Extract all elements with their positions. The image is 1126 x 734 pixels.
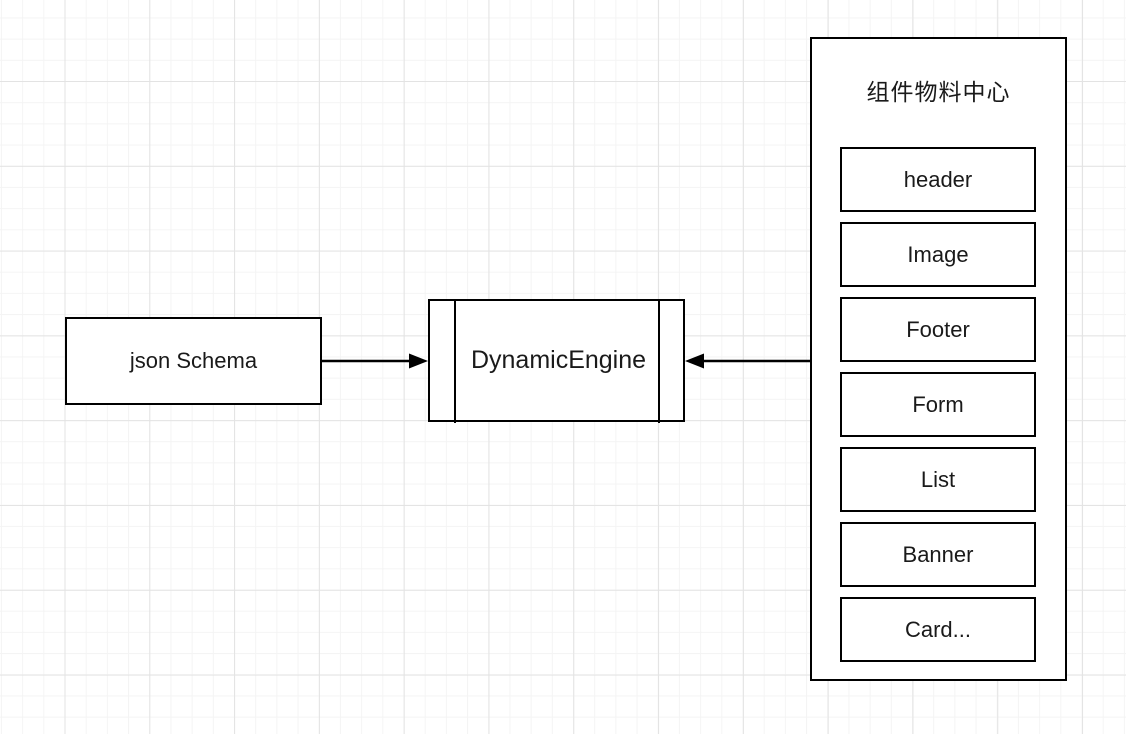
material-item-list: header Image Footer Form List Banner Car… bbox=[840, 147, 1036, 672]
material-item-footer[interactable]: Footer bbox=[840, 297, 1036, 362]
subprocess-left-bar bbox=[454, 298, 456, 423]
material-item-card[interactable]: Card... bbox=[840, 597, 1036, 662]
material-item-banner[interactable]: Banner bbox=[840, 522, 1036, 587]
material-item-label: Form bbox=[912, 391, 964, 417]
material-item-header[interactable]: header bbox=[840, 147, 1036, 212]
node-json-schema-label: json Schema bbox=[129, 348, 258, 373]
edge-material-center-to-dynamic-engine[interactable] bbox=[685, 353, 810, 369]
node-material-center[interactable]: 组件物料中心 header Image Footer Form List Ban… bbox=[810, 37, 1067, 681]
arrow-head-right-icon bbox=[409, 353, 428, 369]
material-item-label: List bbox=[920, 466, 956, 492]
material-item-label: Footer bbox=[906, 316, 970, 342]
node-dynamic-engine-label: DynamicEngine bbox=[470, 346, 647, 374]
material-item-label: Card... bbox=[904, 616, 972, 642]
edge-json-schema-to-dynamic-engine[interactable] bbox=[322, 353, 428, 369]
material-item-image[interactable]: Image bbox=[840, 222, 1036, 287]
material-item-list-component[interactable]: List bbox=[840, 447, 1036, 512]
node-json-schema[interactable]: json Schema bbox=[65, 317, 322, 405]
material-item-form[interactable]: Form bbox=[840, 372, 1036, 437]
node-dynamic-engine[interactable]: DynamicEngine bbox=[428, 298, 685, 423]
material-item-label: Banner bbox=[902, 541, 974, 567]
material-item-label: Image bbox=[907, 241, 969, 267]
material-center-title: 组件物料中心 bbox=[866, 80, 1011, 106]
subprocess-right-bar bbox=[658, 298, 660, 423]
material-item-label: header bbox=[903, 166, 973, 192]
arrow-head-left-icon bbox=[685, 353, 704, 369]
